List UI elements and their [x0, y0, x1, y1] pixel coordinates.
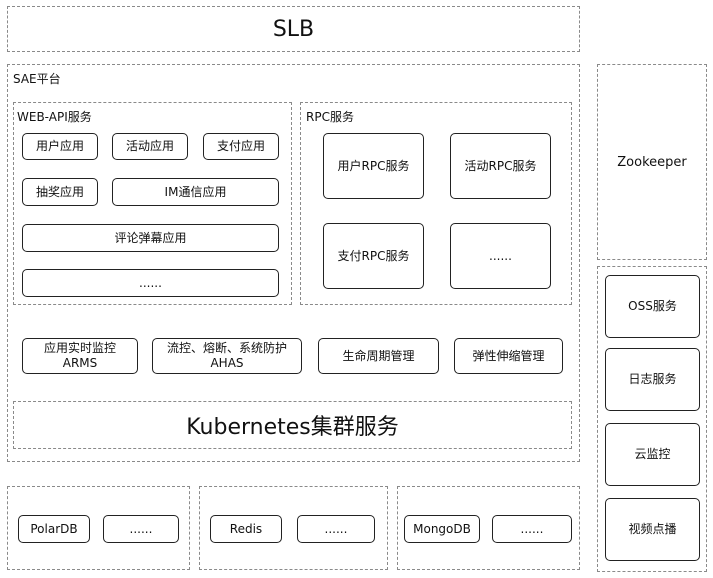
rpc-title: RPC服务	[306, 110, 354, 124]
web-api-title: WEB-API服务	[17, 110, 92, 124]
db-group-mongodb	[397, 486, 580, 570]
tool-box-arms: 应用实时监控 ARMS	[22, 338, 138, 374]
rpc-box-more: ......	[450, 223, 551, 289]
db-box-mongodb: MongoDB	[404, 515, 480, 543]
side-box-logs: 日志服务	[605, 348, 700, 411]
kubernetes-box: Kubernetes集群服务	[13, 401, 572, 449]
zookeeper-box: Zookeeper	[597, 64, 707, 260]
sae-platform	[7, 64, 580, 462]
app-box-comments: 评论弹幕应用	[22, 224, 279, 252]
tool-box-autoscale: 弹性伸缩管理	[454, 338, 563, 374]
tool-arms-line1: 应用实时监控	[43, 341, 116, 355]
db-box-polardb-more: ......	[103, 515, 179, 543]
tool-box-ahas: 流控、熔断、系统防护 AHAS	[152, 338, 302, 374]
db-box-redis: Redis	[210, 515, 282, 543]
app-box-activity: 活动应用	[112, 133, 188, 160]
db-box-mongodb-more: ......	[492, 515, 572, 543]
tool-arms-line2: ARMS	[62, 356, 98, 370]
db-box-redis-more: ......	[297, 515, 375, 543]
app-box-user: 用户应用	[22, 133, 98, 160]
side-services-group	[597, 266, 707, 572]
slb-label: SLB	[272, 16, 315, 42]
app-box-more: ......	[22, 269, 279, 297]
db-group-polardb	[7, 486, 190, 570]
side-box-oss: OSS服务	[605, 275, 700, 338]
sae-title: SAE平台	[13, 72, 61, 86]
web-api-group	[13, 102, 292, 305]
tool-box-lifecycle: 生命周期管理	[318, 338, 439, 374]
app-box-lottery: 抽奖应用	[22, 178, 98, 206]
zookeeper-label: Zookeeper	[617, 154, 687, 170]
slb-box: SLB	[7, 6, 580, 52]
tool-ahas-line2: AHAS	[210, 356, 244, 370]
rpc-box-user: 用户RPC服务	[323, 133, 424, 199]
db-group-redis	[199, 486, 388, 570]
db-box-polardb: PolarDB	[18, 515, 90, 543]
rpc-box-activity: 活动RPC服务	[450, 133, 551, 199]
side-box-vod: 视频点播	[605, 498, 700, 561]
rpc-box-payment: 支付RPC服务	[323, 223, 424, 289]
app-box-payment: 支付应用	[203, 133, 279, 160]
tool-ahas-line1: 流控、熔断、系统防护	[166, 341, 287, 355]
kubernetes-label: Kubernetes集群服务	[186, 415, 399, 440]
side-box-monitor: 云监控	[605, 423, 700, 486]
rpc-group	[300, 102, 572, 305]
app-box-im: IM通信应用	[112, 178, 279, 206]
